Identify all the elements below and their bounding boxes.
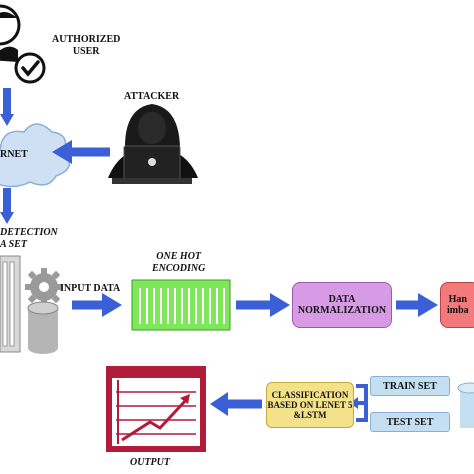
- hacker-laptop-icon: [108, 104, 198, 184]
- authorized-user-label: AUTHORIZED USER: [52, 34, 121, 57]
- user-icon: [0, 4, 21, 62]
- database-icon: [27, 301, 59, 354]
- one-hot-label: ONE HOT ENCODING: [152, 251, 206, 274]
- one-hot-encoding-box: [131, 279, 231, 331]
- internet-label: RNET: [0, 149, 28, 160]
- train-set-box: TRAIN SET: [370, 376, 450, 396]
- data-normalization-box: DATA NORMALIZATION: [292, 282, 392, 328]
- gear-icon: [25, 268, 63, 306]
- test-set-box: TEST SET: [370, 412, 450, 432]
- attacker-label: ATTACKER: [124, 91, 180, 102]
- server-rack-icon: [0, 255, 21, 353]
- checkmark-icon: [14, 52, 46, 84]
- classification-box: CLASSIFICATION BASED ON LENET 5 &LSTM: [266, 382, 354, 428]
- handle-imbalance-box: Han imba: [440, 282, 474, 328]
- output-label: OUTPUT: [130, 457, 170, 468]
- dataset-label: DETECTION A SET: [0, 227, 58, 250]
- cloud-icon: [0, 123, 71, 188]
- chart-growth-icon: [106, 366, 206, 452]
- database-icon: [457, 382, 474, 428]
- input-data-label: INPUT DATA: [60, 283, 121, 294]
